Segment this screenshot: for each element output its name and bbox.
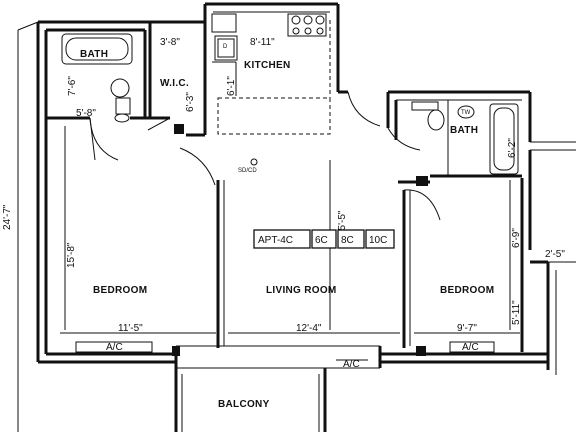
radiator-right bbox=[416, 346, 426, 356]
balcony bbox=[174, 368, 327, 432]
room-label-balcony: BALCONY bbox=[218, 399, 270, 410]
dim-kitchen-width: 8'-11" bbox=[250, 37, 275, 48]
dim-kitchen-depth: 6'-1" bbox=[226, 76, 237, 96]
dim-bath-left-width: 5'-8" bbox=[76, 108, 96, 119]
bath-tag: TW bbox=[461, 110, 471, 116]
window-units bbox=[75, 124, 495, 369]
door-swings bbox=[89, 91, 441, 221]
dim-bedroom-right-width: 9'-7" bbox=[457, 323, 477, 334]
radiator-left bbox=[172, 346, 180, 356]
dim-wic-depth: 6'-3" bbox=[185, 92, 196, 112]
unit-tag-f3: 10C bbox=[369, 235, 387, 246]
interior-walls bbox=[46, 22, 522, 348]
ac-label-right: A/C bbox=[462, 342, 479, 353]
room-label-bedroom-right: BEDROOM bbox=[440, 285, 494, 296]
dim-overall-height: 24'-7" bbox=[2, 204, 13, 230]
ac-label-left: A/C bbox=[106, 342, 123, 353]
room-label-bath-right: BATH bbox=[450, 125, 478, 136]
dim-living-width: 12'-4" bbox=[296, 323, 322, 334]
room-label-bath-left: BATH bbox=[80, 49, 108, 60]
room-label-bedroom-left: BEDROOM bbox=[93, 285, 147, 296]
ac-label-center: A/C bbox=[343, 359, 360, 370]
dim-bath-left-depth: 7'-6" bbox=[67, 76, 78, 96]
dim-bedroom-right-depth-upper: 6'-9" bbox=[511, 228, 522, 248]
smoke-detector-icon bbox=[250, 158, 258, 166]
room-label-living-room: LIVING ROOM bbox=[266, 285, 337, 296]
bath-right-fixtures bbox=[411, 101, 519, 175]
dim-living-depth: 15'-5" bbox=[337, 210, 348, 236]
room-label-kitchen: KITCHEN bbox=[244, 60, 291, 71]
smoke-detector-label: SD/CD bbox=[238, 168, 257, 174]
unit-tag-f2: 8C bbox=[341, 235, 354, 246]
wic-door-tag: D bbox=[223, 44, 228, 50]
dim-wic-width: 3'-8" bbox=[160, 37, 180, 48]
dim-bedroom-left-width: 11'-5" bbox=[118, 323, 143, 334]
unit-tag-f1: 6C bbox=[315, 235, 328, 246]
dim-bedroom-right-depth-lower: 5'-11" bbox=[511, 300, 522, 325]
dim-bath-right-depth: 6'-2" bbox=[507, 138, 518, 158]
unit-tag-apt: APT-4C bbox=[258, 235, 293, 246]
dim-bedroom-left-depth: 15'-8" bbox=[66, 242, 77, 268]
exterior-walls bbox=[17, 2, 576, 432]
dim-right-edge: 2'-5" bbox=[545, 249, 565, 260]
kitchen-fixtures bbox=[211, 13, 327, 96]
column-left bbox=[174, 124, 184, 134]
room-label-wic: W.I.C. bbox=[160, 78, 189, 89]
bath-left-fixtures bbox=[61, 33, 133, 123]
column-right bbox=[416, 176, 428, 186]
unit-tag: APT-4C 6C 8C 10C bbox=[253, 229, 395, 249]
